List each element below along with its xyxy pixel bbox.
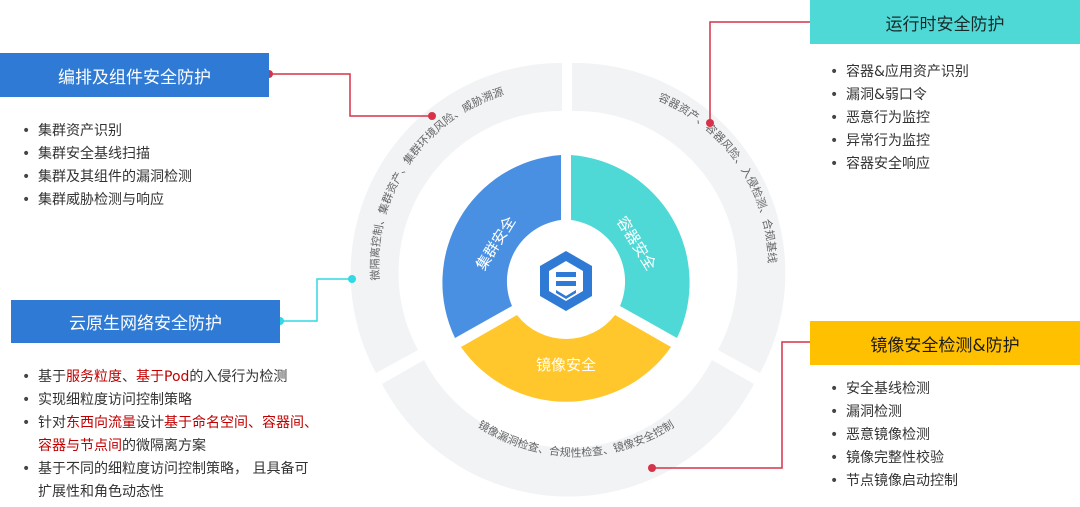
list-item: 集群及其组件的漏洞检测 — [20, 166, 192, 189]
highlight-text: 基于命名空间、容器间、 — [164, 415, 318, 431]
text-segment: 的微隔离方案 — [122, 438, 206, 454]
segment-container — [571, 155, 690, 338]
panel-image-title: 镜像安全检测&防护 — [810, 321, 1080, 365]
text-segment: 实现细粒度访问控制策略 — [38, 392, 192, 408]
list-item-continuation: 容器与节点间的微隔离方案 — [20, 435, 318, 458]
segment-cluster — [442, 155, 561, 338]
list-item: 集群资产识别 — [20, 120, 192, 143]
connector-dot — [428, 112, 436, 120]
text-segment: 、 — [122, 369, 136, 385]
outer-ring-left — [350, 62, 562, 373]
panel-runtime-list: 容器&应用资产识别 漏洞&弱口令 恶意行为监控 异常行为监控 容器安全响应 — [828, 61, 969, 176]
panel-runtime-title-text: 运行时安全防护 — [885, 14, 1005, 35]
list-item-continuation: 扩展性和角色动态性 — [20, 481, 318, 504]
panel-network-title: 云原生网络安全防护 — [11, 300, 280, 343]
list-item: 集群安全基线扫描 — [20, 143, 192, 166]
outer-ring-right — [572, 62, 786, 373]
list-item: 容器&应用资产识别 — [828, 61, 969, 84]
connector-top-right — [709, 21, 810, 123]
list-item: 基于不同的细粒度访问控制策略， 且具备可 — [20, 458, 318, 481]
list-item: 异常行为监控 — [828, 130, 969, 153]
outer-ring-bottom — [382, 360, 754, 497]
text-segment: 扩展性和角色动态性 — [38, 484, 164, 500]
panel-orchestration-title-text: 编排及组件安全防护 — [58, 67, 211, 88]
highlight-text: 基于Pod — [136, 369, 190, 385]
list-item: 实现细粒度访问控制策略 — [20, 389, 318, 412]
panel-runtime-title: 运行时安全防护 — [810, 0, 1080, 44]
text-segment: 设计 — [136, 415, 164, 431]
list-item: 集群威胁检测与响应 — [20, 189, 192, 212]
highlight-text: 服务粒度 — [66, 369, 122, 385]
list-item: 镜像完整性校验 — [828, 447, 958, 470]
list-item: 节点镜像启动控制 — [828, 470, 958, 493]
panel-orchestration-title: 编排及组件安全防护 — [0, 53, 269, 97]
panel-network-list: 基于服务粒度、基于Pod的入侵行为检测 实现细粒度访问控制策略 针对东西向流量设… — [20, 366, 318, 504]
panel-image-title-text: 镜像安全检测&防护 — [870, 335, 1020, 356]
connector-dot — [706, 119, 714, 127]
highlight-text: 容器与节点间 — [38, 438, 122, 454]
connector-dot — [348, 275, 356, 283]
connector-top-left — [269, 73, 432, 117]
segment-image-label: 镜像安全 — [536, 356, 596, 374]
list-item: 容器安全响应 — [828, 153, 969, 176]
list-item: 基于服务粒度、基于Pod的入侵行为检测 — [20, 366, 318, 389]
list-item: 漏洞&弱口令 — [828, 84, 969, 107]
text-segment: 的入侵行为检测 — [189, 369, 288, 385]
list-item: 针对东西向流量设计基于命名空间、容器间、 — [20, 412, 318, 435]
text-segment: 基于不同的细粒度访问控制策略， 且具备可 — [38, 461, 309, 477]
connector-bottom-right — [652, 341, 810, 469]
panel-network-title-text: 云原生网络安全防护 — [69, 314, 222, 334]
connector-dot — [648, 464, 656, 472]
highlight-text: 东西向流量 — [66, 415, 136, 431]
segment-image — [461, 315, 671, 402]
text-segment: 针对 — [38, 415, 66, 431]
logo-icon — [540, 251, 592, 311]
list-item: 安全基线检测 — [828, 378, 958, 401]
text-segment: 基于 — [38, 369, 66, 385]
list-item: 恶意行为监控 — [828, 107, 969, 130]
panel-orchestration-list: 集群资产识别 集群安全基线扫描 集群及其组件的漏洞检测 集群威胁检测与响应 — [20, 120, 192, 212]
list-item: 漏洞检测 — [828, 401, 958, 424]
panel-image-list: 安全基线检测 漏洞检测 恶意镜像检测 镜像完整性校验 节点镜像启动控制 — [828, 378, 958, 493]
list-item: 恶意镜像检测 — [828, 424, 958, 447]
connector-mid-left — [280, 278, 352, 322]
